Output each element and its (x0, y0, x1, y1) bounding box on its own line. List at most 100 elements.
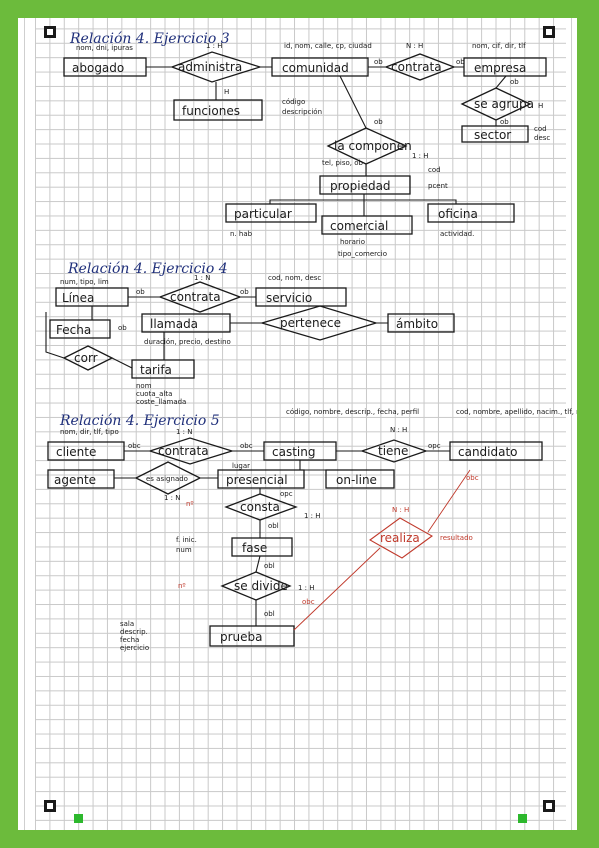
attr-propiedad-pcent: pcent (428, 182, 448, 190)
card-realiza: N : H (392, 506, 409, 514)
rel-consta-label: consta (240, 500, 280, 514)
entity-prueba (209, 625, 295, 647)
entity-online-label: on-line (336, 473, 377, 487)
rel-consta (224, 493, 298, 521)
rel-la-componen (326, 127, 408, 165)
attr-sector-a: cod (534, 125, 547, 133)
card-administra: 1 : H (206, 42, 223, 50)
entity-propiedad-label: propiedad (330, 179, 391, 193)
attr-propiedad-ids: tel, piso, ob (322, 159, 363, 167)
card-ob-3d: ob (500, 118, 509, 126)
attr-prueba-b: descrip. (120, 628, 148, 636)
entity-ambito-label: ámbito (396, 317, 438, 331)
attr-comercial-horario: horario (340, 238, 365, 246)
card-ob-3c: ob (510, 78, 519, 86)
card-ob-5a: obc (128, 442, 141, 450)
rel-tiene-label: tiene (378, 444, 408, 458)
rel-pertenece-label: pertenece (280, 316, 341, 330)
rel-contrata-4-label: contrata (170, 290, 221, 304)
card-ob-5g: obl (264, 610, 275, 618)
entity-llamada-label: llamada (150, 317, 198, 331)
card-tiene: N : H (390, 426, 407, 434)
entity-abogado-label: abogado (72, 61, 124, 75)
attr-prueba-a: sala (120, 620, 134, 628)
attr-llamada: duración, precio, destino (144, 338, 231, 346)
card-se-divide: 1 : H (298, 584, 315, 592)
attr-tarifa-cuota: cuota_alta (136, 390, 172, 398)
entity-linea-label: Línea (62, 291, 94, 305)
rel-se-divide-label: se divide (234, 579, 288, 593)
ex4-title: Relación 4. Ejercicio 4 (67, 261, 228, 277)
entity-fase (231, 537, 293, 557)
rel-se-agrupa (460, 87, 532, 121)
entity-casting-label: casting (272, 445, 315, 459)
entity-candidato-label: candidato (458, 445, 518, 459)
attr-tarifa-nom: nom (136, 382, 152, 390)
card-consta: 1 : H (304, 512, 321, 520)
entity-funciones (173, 99, 263, 121)
card-ob-3e: ob (374, 118, 383, 126)
card-ob-5b: obc (240, 442, 253, 450)
card-ob-3a: ob (374, 58, 383, 66)
ex5-title: Relación 4. Ejercicio 5 (59, 413, 220, 429)
attr-empresa: nom, cif, dir, tlf (472, 42, 526, 50)
rel-administra-label: administra (178, 60, 242, 74)
attr-sector-b: desc (534, 134, 550, 142)
rel-realiza (368, 517, 434, 559)
attr-comunidad: id, nom, calle, cp, ciudad (284, 42, 372, 50)
entity-oficina-label: oficina (438, 207, 478, 221)
entity-particular (225, 203, 317, 223)
entity-agente-label: agente (54, 473, 96, 487)
attr-fase-num: num (176, 546, 192, 554)
attr-prueba-d: ejercicio (120, 644, 149, 652)
card-es-asignado: 1 : N (164, 494, 181, 502)
entity-comercial-label: comercial (330, 219, 388, 233)
attr-realiza: resultado (440, 534, 473, 542)
card-no-1: nº (186, 500, 194, 508)
card-ob-5h: obc (466, 474, 479, 482)
attr-propiedad-cod: cod (428, 166, 441, 174)
attr-servicio: cod, nom, desc (268, 274, 321, 282)
ex3-title: Relación 4. Ejercicio 3 (69, 31, 230, 47)
attr-linea: num, tipo, lim (60, 278, 109, 286)
rel-corr-label: corr (74, 351, 98, 365)
entity-presencial-label: presencial (226, 473, 288, 487)
rel-realiza-label: realiza (380, 531, 420, 545)
card-ob-3b: ob (456, 58, 465, 66)
attr-comercial-tipo: tipo_comercio (338, 250, 387, 258)
attr-cliente: nom, dir, tlf, tipo (60, 428, 119, 436)
entity-tarifa (131, 359, 195, 379)
attr-fase-inic: f. inic. (176, 536, 197, 544)
entity-fecha (49, 319, 111, 339)
green-marker-right (518, 814, 527, 823)
attr-abogado: nom, dni, ipuras (76, 44, 133, 52)
attr-oficina: actividad. (440, 230, 474, 238)
entity-propiedad (319, 175, 411, 195)
attr-funciones-codigo: código (282, 98, 305, 106)
attr-prueba-c: fecha (120, 636, 139, 644)
card-administra-low: H (224, 88, 229, 96)
entity-fecha-label: Fecha (56, 323, 91, 337)
card-ob-5i: obc (302, 598, 315, 606)
rel-se-divide (220, 571, 292, 601)
card-ob-5c: opc (428, 442, 441, 450)
card-contrata-4: 1 : N (194, 274, 211, 282)
entity-sector-label: sector (474, 128, 511, 142)
rel-contrata-5-label: contrata (158, 444, 209, 458)
attr-funciones-desc: descripción (282, 108, 322, 116)
rel-contrata-3-label: contrata (391, 60, 442, 74)
entity-tarifa-label: tarifa (140, 363, 172, 377)
attr-casting: código, nombre, descrip., fecha, perfil (286, 408, 419, 416)
entity-comercial (321, 215, 413, 235)
entity-funciones-label: funciones (182, 104, 240, 118)
entity-oficina (427, 203, 515, 223)
attr-tarifa-coste: coste_llamada (136, 398, 186, 406)
rel-la-componen-label: la componen (334, 139, 412, 153)
entity-presencial (217, 469, 305, 489)
scan-marker-bottom-right (543, 800, 555, 812)
grid-paper (35, 14, 566, 834)
entity-agente (47, 469, 115, 489)
entity-cliente-label: cliente (56, 445, 96, 459)
